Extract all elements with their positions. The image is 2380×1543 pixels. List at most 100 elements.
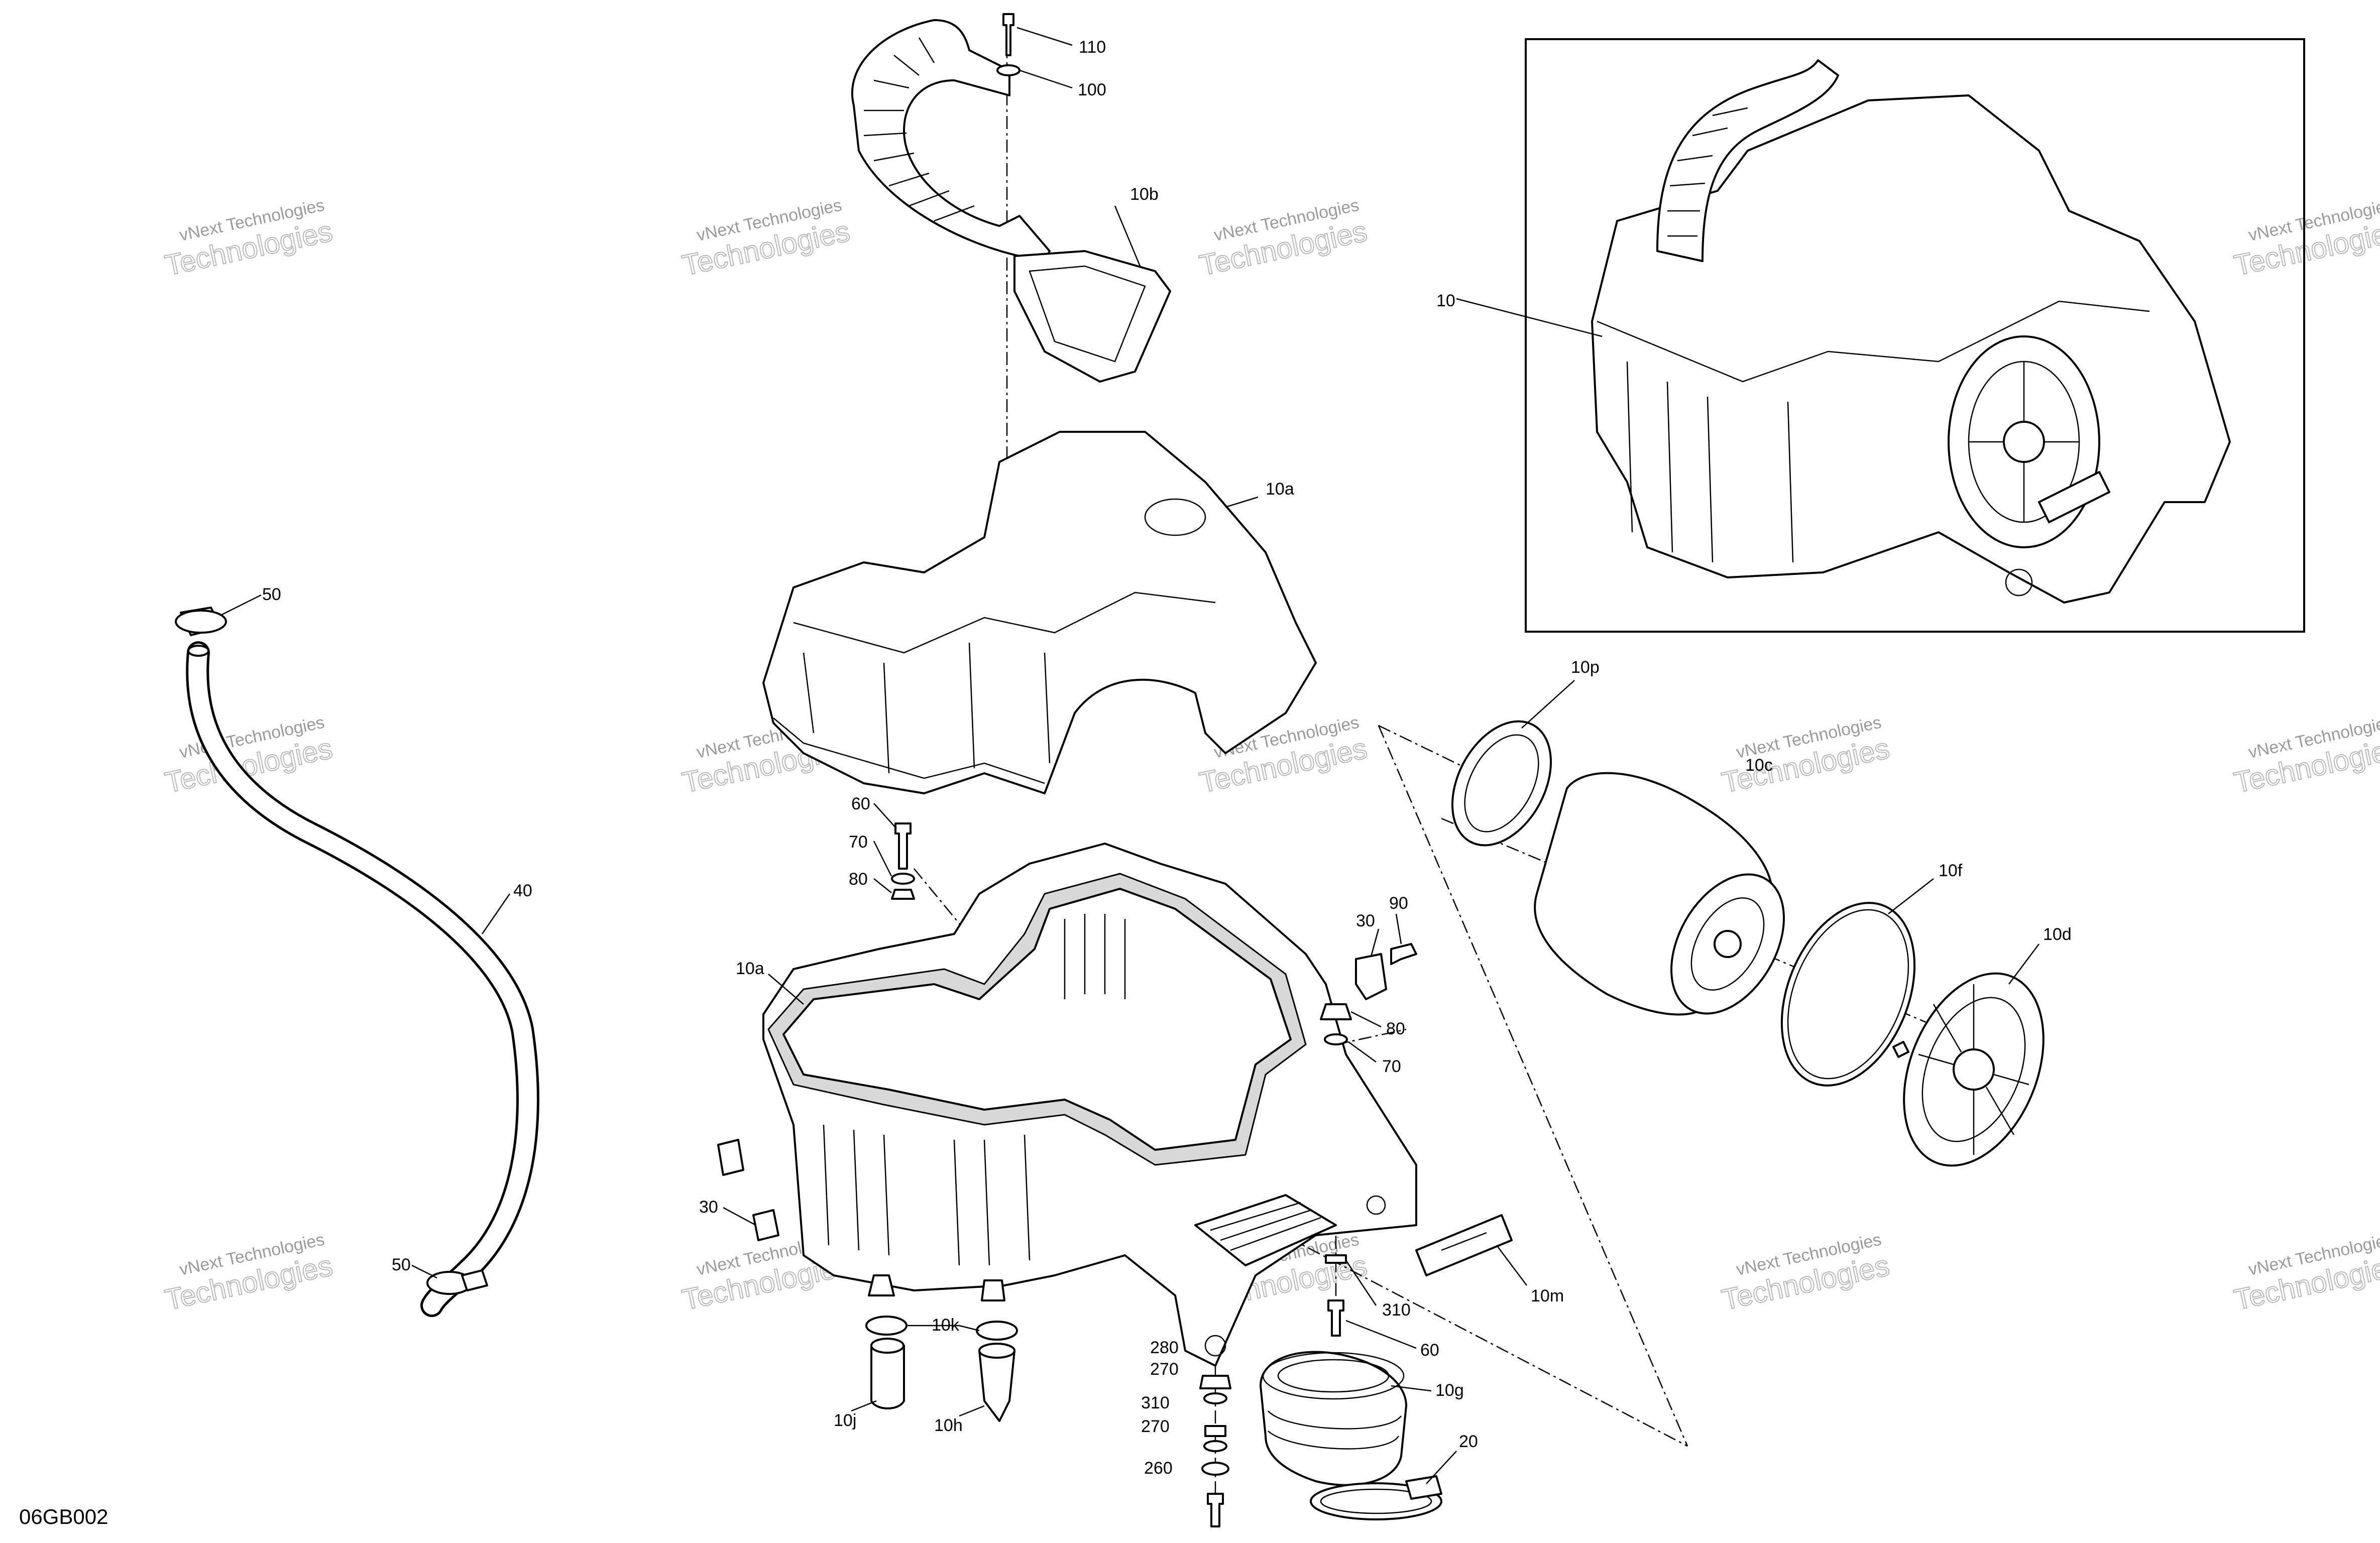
- inset-frame: [1525, 38, 2305, 633]
- washer-70-right: [1324, 1033, 1348, 1045]
- watermark: vNext Technologies Technologies: [2231, 713, 2380, 799]
- callout-10h: 10h: [934, 1416, 963, 1435]
- filter-cover-10d-hub: [1953, 1048, 1995, 1091]
- leader-40: [481, 893, 511, 934]
- assembled-mount-hole: [2005, 568, 2033, 597]
- diagram-code: 06GB002: [19, 1505, 108, 1528]
- clip-30-right: [1355, 953, 1387, 1000]
- filter-element-10c-hub: [1714, 930, 1742, 958]
- callout-10d: 10d: [2043, 925, 2072, 944]
- assembled-filter-spokes: [1969, 362, 2079, 522]
- filter-element-10c-inner: [1690, 897, 1765, 991]
- duct-outlet-flange: [1013, 250, 1171, 383]
- upper-cover-boss: [1144, 498, 1206, 536]
- leader-10: [1456, 298, 1603, 337]
- bolt-90: [1390, 943, 1417, 965]
- drain-hose-assembly: [175, 607, 539, 1317]
- upper-airbox-cover: [762, 431, 1317, 794]
- intake-duct-10b: [851, 13, 1171, 383]
- assembled-duct-ribs: [1667, 107, 1748, 237]
- callout-70-top: 70: [849, 833, 868, 852]
- callout-10a-top: 10a: [1266, 480, 1294, 499]
- callout-100: 100: [1078, 80, 1106, 99]
- leader-10a-top: [1225, 496, 1259, 508]
- lower-airbox-ribs: [823, 1124, 1031, 1266]
- callout-310-left: 310: [1141, 1393, 1170, 1412]
- upper-cover-creases: [803, 642, 1051, 774]
- seal-ring-10p: [1451, 720, 1552, 847]
- callout-10: 10: [1436, 291, 1455, 310]
- callout-110: 110: [1079, 38, 1106, 57]
- leader-10j: [851, 1400, 877, 1412]
- leader-20: [1426, 1451, 1457, 1484]
- spacer-310: [1204, 1425, 1226, 1437]
- decal-text-line: [1441, 1232, 1487, 1251]
- callout-50-top: 50: [262, 585, 281, 604]
- filter-cover-10d-spokes: [1918, 984, 2029, 1155]
- washer-310-right: [1325, 1254, 1347, 1264]
- drain-spout-left: [868, 1274, 895, 1296]
- callout-30-top: 30: [1356, 911, 1375, 930]
- leader-10h: [959, 1405, 985, 1417]
- clamp-50-bottom-tab: [461, 1269, 488, 1291]
- callout-50-bottom: 50: [392, 1255, 411, 1274]
- callout-80-top: 80: [849, 870, 868, 889]
- callout-80-right: 80: [1386, 1019, 1405, 1038]
- watermark: vNext Technologies Technologies: [679, 195, 853, 282]
- assembled-airbox-ribs: [1626, 361, 1794, 563]
- leader-30-left: [723, 1207, 756, 1226]
- seal-ring-10p-inner: [1464, 734, 1539, 833]
- lower-airbox-mount-hole: [1366, 1195, 1386, 1215]
- assembled-filter-hub: [2003, 421, 2045, 463]
- callout-10p: 10p: [1571, 658, 1600, 677]
- axis-fastener-top: [914, 868, 985, 955]
- watermark: vNext Technologies Technologies: [1719, 1230, 1893, 1317]
- washer-100: [996, 64, 1021, 76]
- adapter-10g-ribs: [1268, 1410, 1402, 1450]
- o-ring-10f: [1780, 902, 1916, 1087]
- callout-labels: 110 100 10b 10 10a 50 40 50 60 70 80 10a…: [262, 38, 2072, 1478]
- axis-filter-left: [1378, 725, 1688, 1447]
- watermark: vNext Technologies Technologies: [2231, 1230, 2380, 1317]
- leader-70-right: [1348, 1041, 1377, 1063]
- callout-30-left: 30: [699, 1198, 718, 1217]
- callout-10f: 10f: [1939, 861, 1963, 880]
- callout-260: 260: [1144, 1459, 1173, 1478]
- leader-50-bottom: [411, 1264, 437, 1279]
- callout-60-bottom: 60: [1420, 1341, 1439, 1360]
- adapter-10g: [1260, 1351, 1407, 1486]
- decal-10m: [1415, 1214, 1513, 1276]
- leader-80-top: [873, 878, 892, 893]
- leader-10f: [1888, 878, 1934, 914]
- clamp-10k-left: [865, 1316, 908, 1336]
- assembled-label: [2038, 471, 2110, 523]
- leader-70-top: [873, 841, 892, 877]
- axis-filter-bottom: [1245, 1214, 1688, 1447]
- filter-cover-10d-latch: [1892, 1041, 1909, 1058]
- leader-10a-bottom: [768, 974, 804, 1005]
- screw-110: [1002, 13, 1014, 56]
- callout-40: 40: [513, 881, 532, 900]
- drain-valve-10h: [978, 1350, 1015, 1422]
- upper-cover-lip: [773, 718, 1045, 784]
- filter-cover-10d-ring: [1921, 997, 2026, 1142]
- lower-airbox-vent-grille: [1194, 1194, 1337, 1266]
- callout-20: 20: [1459, 1432, 1478, 1451]
- callout-60-top: 60: [851, 794, 870, 813]
- bolt-260: [1207, 1493, 1224, 1527]
- nut-80-right: [1320, 1003, 1352, 1020]
- clamp-50-top-ring: [175, 610, 227, 634]
- callout-10g: 10g: [1435, 1381, 1464, 1400]
- decal-plate: [1415, 1214, 1513, 1276]
- lower-airbox-posts: [1064, 914, 1126, 999]
- leader-80-right: [1350, 1011, 1382, 1028]
- upper-cover-shell: [762, 431, 1317, 794]
- leader-10b: [1114, 205, 1141, 267]
- drain-valve-10h-top: [978, 1343, 1015, 1359]
- bolt-60-bottom: [1327, 1299, 1344, 1337]
- hose-end-top: [187, 645, 209, 657]
- assembled-airbox-seam: [1597, 300, 2150, 383]
- watermark: vNext Technologies Technologies: [162, 1230, 336, 1317]
- drain-valve-10j: [870, 1345, 905, 1409]
